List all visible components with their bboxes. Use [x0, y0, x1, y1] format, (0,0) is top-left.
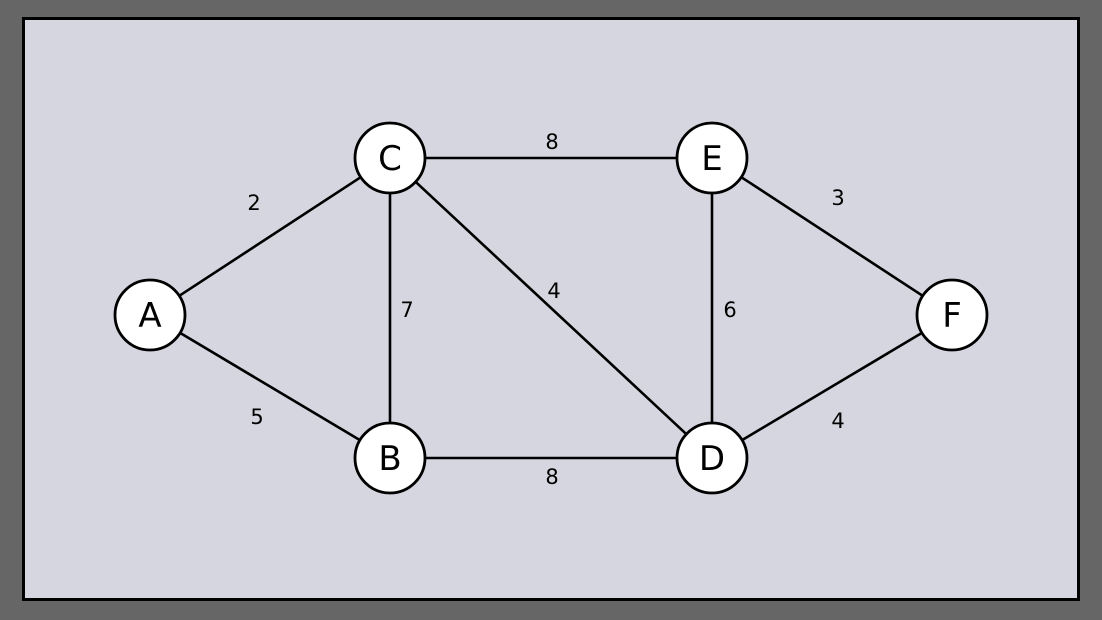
node-circle-d[interactable] — [675, 421, 749, 495]
node-circle-e[interactable] — [675, 121, 749, 195]
graph-node-f[interactable]: F — [915, 278, 989, 352]
node-circle-b[interactable] — [353, 421, 427, 495]
edge-c-d[interactable] — [414, 180, 688, 436]
node-circle-f[interactable] — [915, 278, 989, 352]
graph-node-a[interactable]: A — [113, 278, 187, 352]
graph-node-b[interactable]: B — [353, 421, 427, 495]
edge-e-f[interactable] — [739, 175, 925, 298]
edge-a-c[interactable] — [177, 175, 363, 298]
edge-d-f[interactable] — [740, 331, 924, 442]
graph-node-e[interactable]: E — [675, 121, 749, 195]
node-circle-a[interactable] — [113, 278, 187, 352]
node-circle-c[interactable] — [353, 121, 427, 195]
graph-node-d[interactable]: D — [675, 421, 749, 495]
graph-node-c[interactable]: C — [353, 121, 427, 195]
edge-a-b[interactable] — [178, 331, 362, 442]
edges-layer — [177, 156, 925, 460]
